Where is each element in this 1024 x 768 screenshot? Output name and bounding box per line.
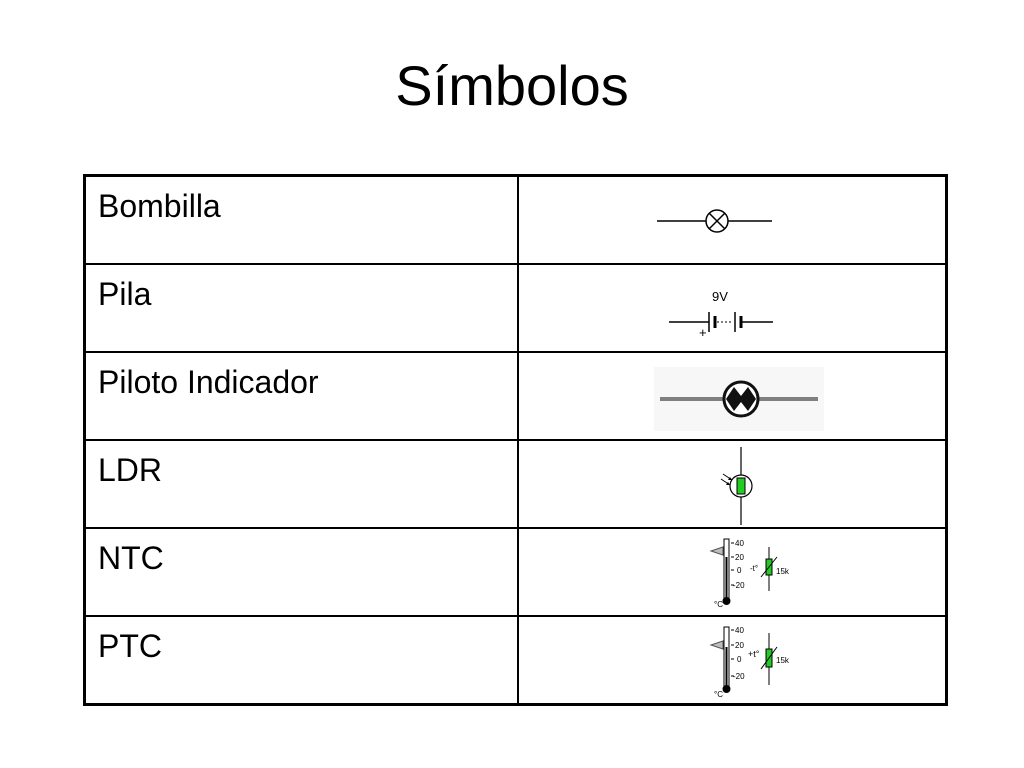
label-cell: Piloto Indicador (83, 351, 519, 441)
row-label-ntc: NTC (98, 540, 164, 576)
ntc-symbol-icon: 40 20 0 -20 °C -t° 15k (709, 538, 790, 609)
ntc-scale-20: 20 (735, 553, 744, 562)
ldr-symbol-icon (720, 447, 753, 525)
table-row: Piloto Indicador (83, 351, 948, 441)
row-label-ptc: PTC (98, 628, 162, 664)
symbol-cell (517, 174, 948, 265)
symbol-cell (517, 351, 948, 441)
table-row: PTC 40 20 0 -20 °C +t° 15k (83, 615, 948, 706)
ntc-temp-label: -t° (750, 564, 758, 573)
row-label-piloto-indicador: Piloto Indicador (98, 364, 319, 400)
ptc-resistance-label: 15k (776, 656, 790, 665)
table-row: NTC 40 20 0 -20 °C -t° 15k (83, 527, 948, 617)
slide-title: Símbolos (395, 54, 629, 117)
ptc-unit: °C (714, 690, 723, 699)
table-row: LDR (83, 439, 948, 529)
label-cell: NTC (83, 527, 519, 617)
symbol-cell (517, 439, 948, 529)
label-cell: LDR (83, 439, 519, 529)
ntc-scale-40: 40 (735, 539, 744, 548)
symbol-cell: 9V + (517, 263, 948, 353)
table-row: Bombilla (83, 174, 948, 265)
battery-symbol-icon: 9V + (669, 289, 773, 340)
ntc-scale-minus-20: -20 (733, 581, 745, 590)
ptc-scale-minus-20: -20 (733, 672, 745, 681)
label-cell: PTC (83, 615, 519, 706)
row-label-pila: Pila (98, 276, 152, 312)
row-label-ldr: LDR (98, 452, 163, 488)
row-label-bombilla: Bombilla (98, 188, 221, 224)
ptc-temp-label: +t° (748, 649, 760, 659)
ptc-scale-20: 20 (735, 641, 744, 650)
ntc-unit: °C (714, 600, 723, 609)
ntc-resistance-label: 15k (776, 567, 790, 576)
table-row: Pila 9V + (83, 263, 948, 353)
bulb-symbol-icon (657, 209, 772, 233)
ptc-symbol-icon: 40 20 0 -20 °C +t° 15k (709, 626, 790, 699)
battery-voltage-label: 9V (712, 289, 728, 304)
ptc-scale-0: 0 (737, 655, 742, 664)
indicator-lamp-symbol-icon (654, 367, 824, 431)
label-cell: Pila (83, 263, 519, 353)
symbol-cell: 40 20 0 -20 °C -t° 15k (517, 527, 948, 617)
symbols-table: Bombilla Pila 9V + (83, 174, 948, 706)
label-cell: Bombilla (83, 174, 519, 265)
ptc-scale-40: 40 (735, 626, 744, 635)
symbol-cell: 40 20 0 -20 °C +t° 15k (517, 615, 948, 706)
battery-plus-label: + (699, 325, 707, 340)
ntc-scale-0: 0 (737, 566, 742, 575)
